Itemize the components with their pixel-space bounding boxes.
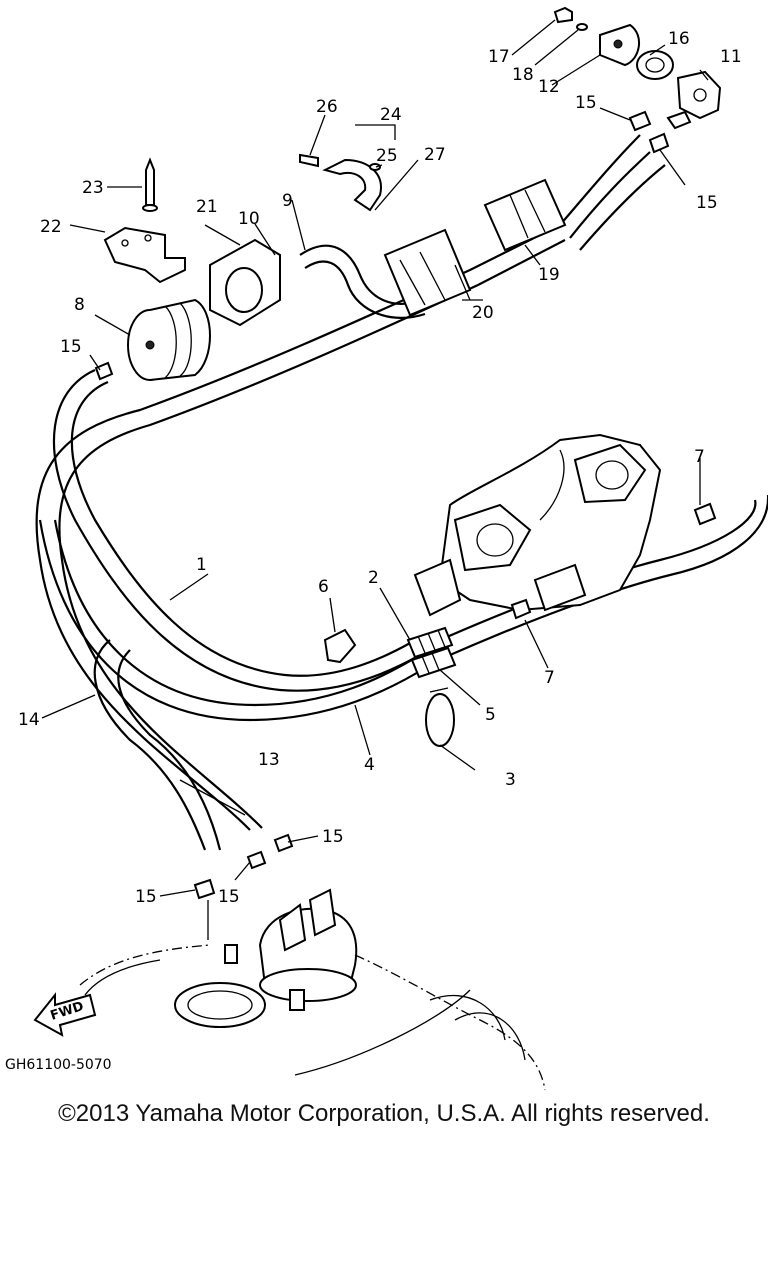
callout-15-right: 15 [696, 193, 718, 213]
copyright-notice: ©2013 Yamaha Motor Corporation, U.S.A. A… [58, 1100, 710, 1127]
callout-11: 11 [720, 47, 742, 67]
sleeve-2[interactable] [406, 626, 454, 659]
clip-6[interactable] [323, 628, 357, 664]
hose-assembly [35, 134, 768, 851]
sleeve-19[interactable] [483, 178, 567, 252]
callout-2: 2 [368, 568, 379, 588]
hose-1[interactable] [52, 368, 421, 692]
callout-7-upper: 7 [694, 447, 705, 467]
callout-19: 19 [538, 265, 560, 285]
callout-26: 26 [316, 97, 338, 117]
nut-16[interactable] [636, 50, 674, 80]
callout-4: 4 [364, 755, 375, 775]
clip-7-lower[interactable] [510, 598, 532, 620]
callout-1: 1 [196, 555, 207, 575]
bolt-26[interactable] [299, 153, 319, 168]
hose-9[interactable] [299, 244, 421, 305]
callout-10: 10 [238, 209, 260, 229]
callout-9: 9 [282, 191, 293, 211]
callout-7-lower: 7 [544, 668, 555, 688]
callout-15-tank-mid: 15 [218, 887, 240, 907]
tie-20[interactable] [454, 264, 471, 301]
leader-lines [41, 19, 709, 940]
callout-5: 5 [485, 705, 496, 725]
rivet-23[interactable] [142, 157, 158, 212]
callout-18: 18 [512, 65, 534, 85]
hose-clamp-15[interactable] [94, 110, 670, 900]
forward-direction-arrow: FWD [33, 992, 97, 1037]
callout-16: 16 [668, 29, 690, 49]
callout-3: 3 [505, 770, 516, 790]
callout-8: 8 [74, 295, 85, 315]
callout-15-top: 15 [575, 93, 597, 113]
clamp-24[interactable] [322, 158, 382, 212]
callout-13: 13 [258, 750, 280, 770]
callout-15-filter: 15 [60, 337, 82, 357]
callout-25: 25 [376, 146, 398, 166]
hose-4[interactable] [38, 519, 431, 722]
callout-15-tank-left: 15 [135, 887, 157, 907]
bracket-22[interactable] [103, 226, 186, 284]
callout-15-tank-right: 15 [322, 827, 344, 847]
hose-13[interactable] [93, 639, 207, 851]
callout-14: 14 [18, 710, 40, 730]
bracket-21[interactable] [209, 238, 281, 327]
part-callouts: 1 2 3 4 5 6 7 7 8 9 10 11 12 13 14 15 15… [18, 29, 742, 907]
callout-23: 23 [82, 178, 104, 198]
carburetor-assembly [413, 433, 662, 617]
drawing-code: GH61100-5070 [5, 1057, 112, 1073]
washer-25[interactable] [369, 163, 381, 171]
fuel-cock-11[interactable] [666, 70, 722, 130]
callout-17: 17 [488, 47, 510, 67]
fuel-filter-8[interactable] [127, 298, 211, 381]
sleeve-5[interactable] [410, 646, 457, 679]
fitting-12[interactable] [599, 23, 640, 67]
callout-20: 20 [472, 303, 494, 323]
callout-6: 6 [318, 577, 329, 597]
callout-27: 27 [424, 145, 446, 165]
clamp-3[interactable] [425, 687, 455, 747]
callout-24: 24 [380, 105, 402, 125]
callout-12: 12 [538, 77, 560, 97]
washer-18[interactable] [576, 23, 588, 31]
screw-17[interactable] [553, 6, 573, 24]
fuel-tank [79, 888, 546, 1091]
callout-21: 21 [196, 197, 218, 217]
clip-7-upper[interactable] [693, 502, 717, 526]
callout-22: 22 [40, 217, 62, 237]
fuel-system-parts-diagram: FWD 1 [5, 6, 768, 1091]
sleeve-pad[interactable] [383, 228, 472, 317]
